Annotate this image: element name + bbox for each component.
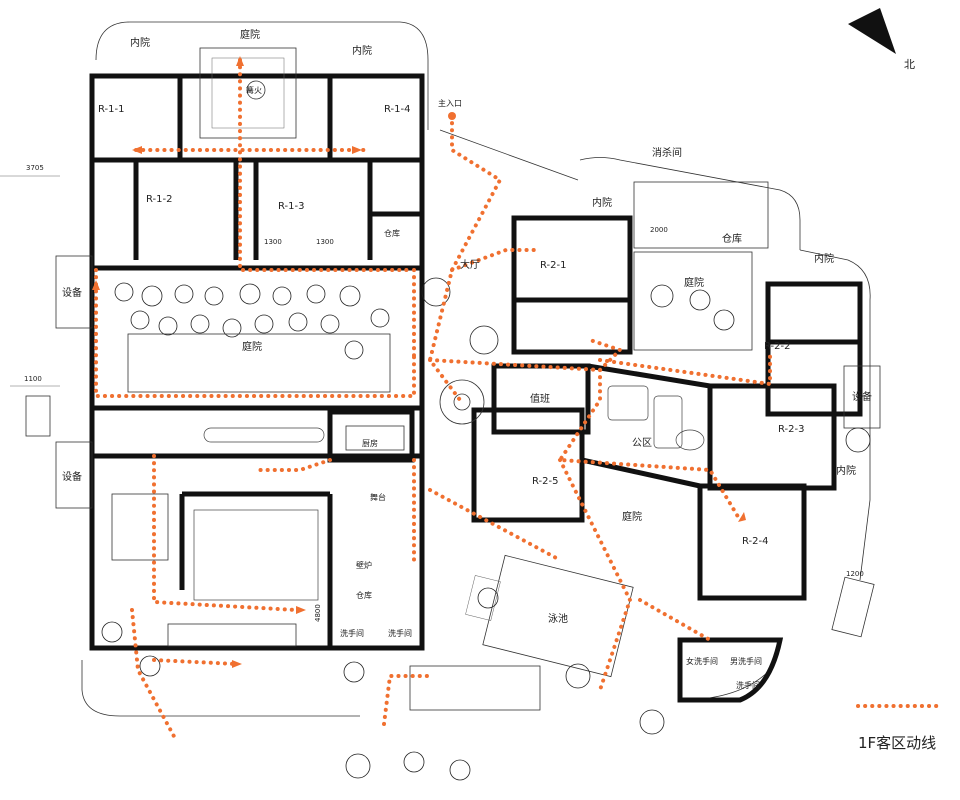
- label-inner-court-e1: 内院: [592, 196, 612, 209]
- label-r24: R-2-4: [742, 536, 768, 547]
- public-area-furniture: [607, 385, 705, 451]
- dim-2000: 2000: [650, 226, 668, 234]
- dim-1300a: 1300: [264, 238, 282, 246]
- dim-3705: 3705: [26, 164, 44, 172]
- label-washroom-4: 男洗手间: [730, 656, 762, 666]
- label-bonfire: 篝火: [246, 85, 262, 95]
- label-washroom-2: 洗手间: [388, 628, 412, 638]
- kitchen-counter: [203, 425, 405, 451]
- label-inner-court-nw: 内院: [130, 36, 150, 49]
- north-label: 北: [904, 58, 915, 71]
- label-pool: 泳池: [548, 612, 568, 625]
- spiral-stair: [439, 379, 485, 425]
- label-washroom-1: 洗手间: [340, 628, 364, 638]
- dim-4800: 4800: [314, 604, 322, 622]
- dimension-labels: 3705 1100 1300 1300 1200 4800 2000: [0, 164, 864, 622]
- label-inner-court-e3: 内院: [836, 464, 856, 477]
- label-courtyard-mid: 庭院: [242, 340, 262, 353]
- label-storage-3: 仓库: [356, 590, 372, 600]
- label-disinfection: 消杀间: [652, 146, 682, 159]
- label-storage-2: 仓库: [722, 232, 742, 245]
- label-courtyard-e: 庭院: [684, 276, 704, 289]
- label-equipment-w1: 设备: [62, 286, 82, 299]
- courtyard-top: [199, 47, 297, 139]
- label-hall: 大厅: [460, 258, 480, 271]
- label-equipment-e: 设备: [852, 390, 872, 403]
- label-fireplace: 壁炉: [356, 560, 372, 570]
- label-kitchen: 厨房: [362, 438, 378, 448]
- label-r25: R-2-5: [532, 476, 558, 487]
- label-r11: R-1-1: [98, 104, 124, 115]
- courtyard-east: [633, 181, 769, 351]
- legend: 1F客区动线: [856, 704, 942, 752]
- label-stage: 舞台: [370, 492, 386, 502]
- label-r21: R-2-1: [540, 260, 566, 271]
- courtyard-trees: [114, 282, 391, 393]
- site-outline: [81, 21, 871, 717]
- equipment-boxes: [25, 255, 881, 638]
- label-storage-1: 仓库: [384, 228, 400, 238]
- label-r13: R-1-3: [278, 201, 304, 212]
- label-duty: 值班: [530, 392, 550, 405]
- north-arrow-icon: 北: [848, 8, 915, 71]
- dim-1300b: 1300: [316, 238, 334, 246]
- label-r14: R-1-4: [384, 104, 410, 115]
- dining-area: [111, 493, 319, 601]
- label-inner-court-e2: 内院: [814, 252, 834, 265]
- label-washroom-3: 女洗手间: [686, 656, 718, 666]
- label-courtyard-top: 庭院: [240, 28, 260, 41]
- label-r22: R-2-2: [764, 341, 790, 352]
- east-building-walls: [471, 215, 863, 703]
- label-main-entrance: 主入口: [438, 98, 462, 108]
- label-inner-court-n: 内院: [352, 44, 372, 57]
- guest-circulation-route: [92, 56, 772, 742]
- dim-1200: 1200: [846, 570, 864, 578]
- dim-1100: 1100: [24, 375, 42, 383]
- label-r23: R-2-3: [778, 424, 804, 435]
- label-washroom-5: 洗手间: [736, 680, 760, 690]
- legend-label: 1F客区动线: [858, 734, 936, 752]
- label-r12: R-1-2: [146, 194, 172, 205]
- room-labels: 内院 庭院 内院 篝火 R-1-1 R-1-4 R-1-2 R-1-3 仓库 主…: [62, 28, 872, 690]
- label-courtyard-s: 庭院: [622, 510, 642, 523]
- south-terrace: [101, 621, 541, 711]
- label-public: 公区: [632, 437, 652, 449]
- site-trees: [343, 277, 871, 781]
- pool: [465, 554, 634, 678]
- west-building-walls: [89, 73, 425, 651]
- label-equipment-w2: 设备: [62, 470, 82, 483]
